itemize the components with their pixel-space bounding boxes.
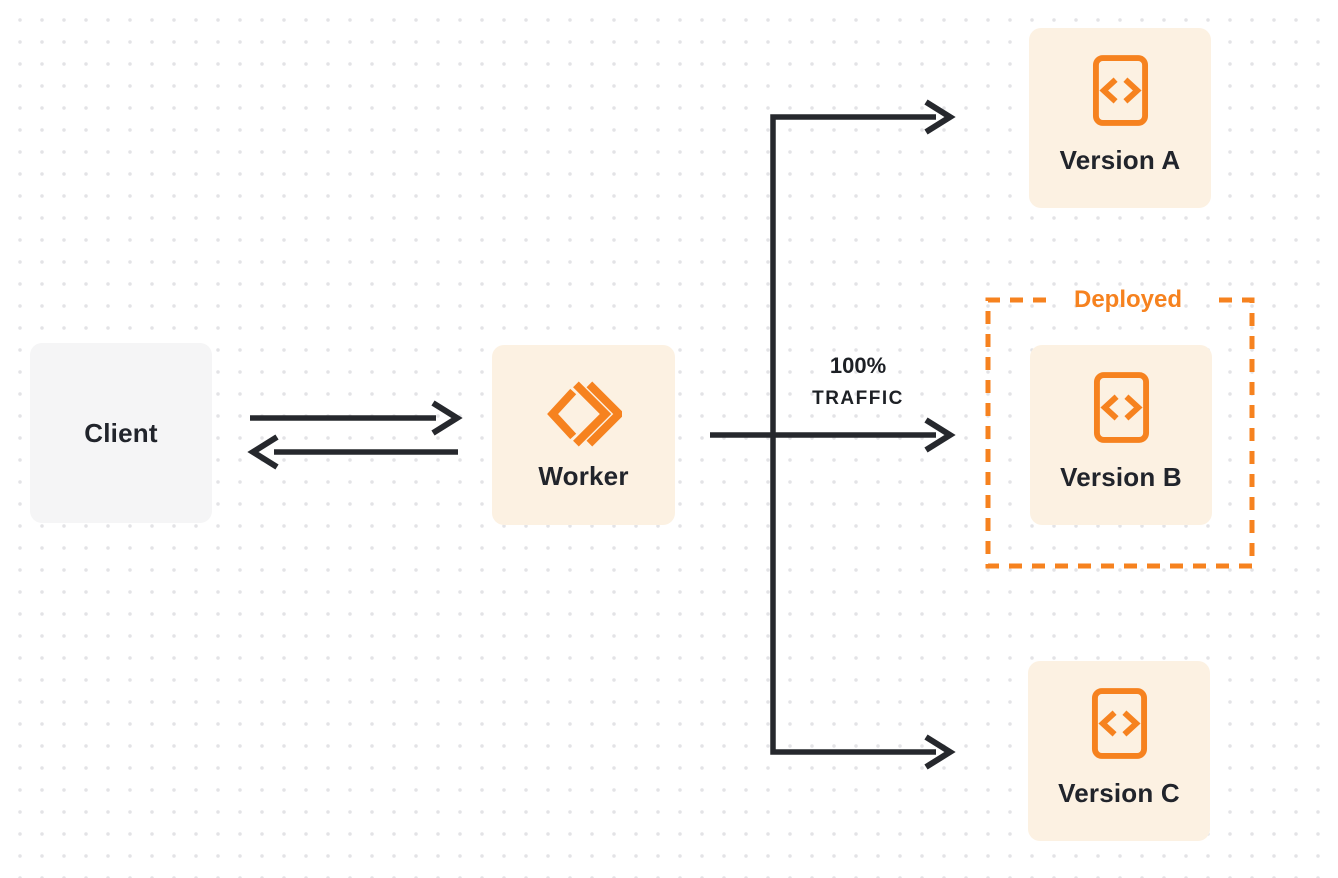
version-b-label: Version B: [1060, 462, 1182, 492]
version-c-label: Version C: [1058, 778, 1180, 808]
worker-label: Worker: [538, 460, 629, 491]
traffic-percentage-label: 100% TRAFFIC: [788, 349, 928, 415]
code-file-icon: [1092, 54, 1149, 127]
arrow-to-version-c: [924, 734, 956, 770]
arrow-client-to-worker: [250, 400, 463, 436]
deployed-group-label: Deployed: [1073, 286, 1183, 313]
cloudflare-workers-logo-icon: [546, 379, 622, 449]
version-b-node: Version B: [1030, 345, 1212, 525]
version-c-node: Version C: [1028, 661, 1210, 841]
client-label: Client: [84, 417, 158, 448]
traffic-split-trunk: [770, 114, 936, 755]
version-a-node: Version A: [1029, 28, 1211, 208]
arrow-worker-to-version-b: [710, 417, 956, 453]
arrow-to-version-a: [924, 99, 956, 135]
worker-node: Worker: [492, 345, 675, 525]
traffic-percent-text: 100%: [829, 353, 887, 378]
traffic-word-text: TRAFFIC: [812, 388, 904, 409]
arrow-worker-to-client: [247, 434, 458, 470]
client-node: Client: [30, 343, 212, 523]
code-file-icon: [1093, 371, 1150, 444]
version-a-label: Version A: [1059, 145, 1181, 175]
code-file-icon: [1091, 687, 1148, 760]
